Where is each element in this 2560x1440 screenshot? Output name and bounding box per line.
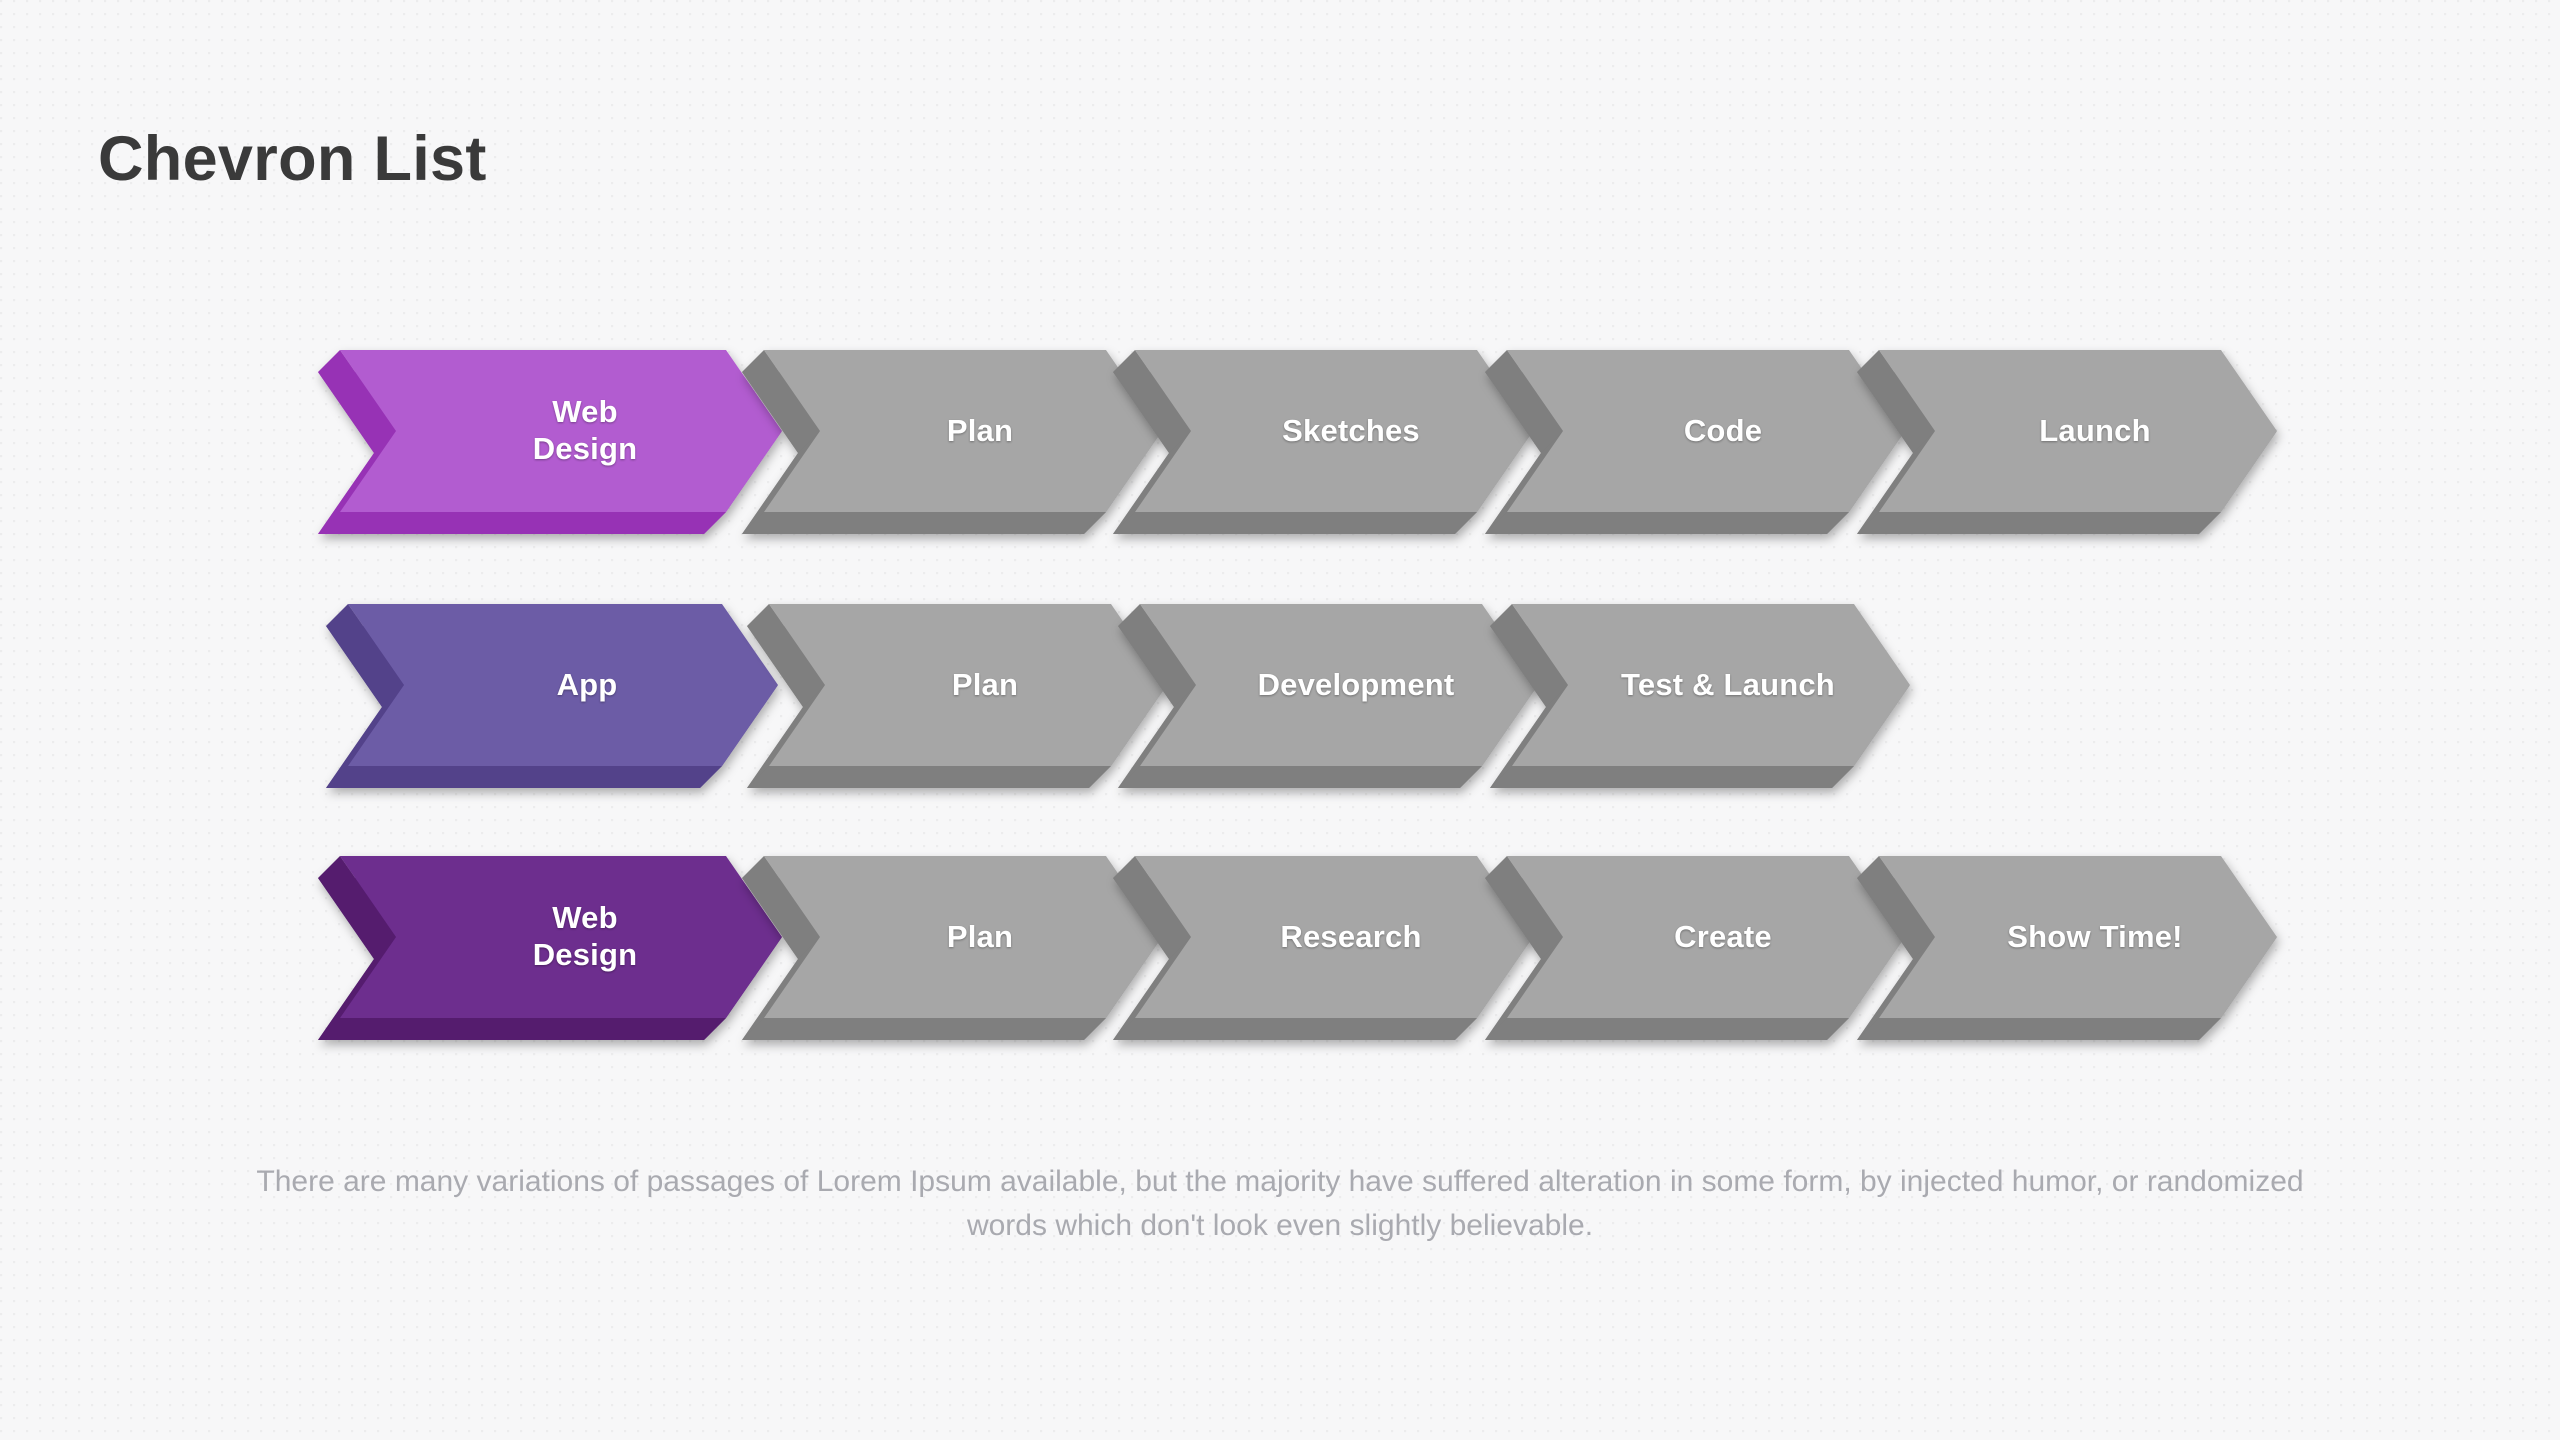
chevron-shape [1485, 856, 1905, 1040]
chevron-top-face [340, 856, 782, 1018]
chevron-side-face [1113, 350, 1191, 453]
chevron-shape [742, 350, 1162, 534]
chevron-top-face [1879, 856, 2277, 1018]
chevron-side-face [1118, 685, 1196, 788]
chevron-side-face [1857, 512, 2221, 534]
chevron-side-face [1857, 856, 1935, 959]
chevron-item[interactable]: Research [1113, 856, 1533, 1050]
chevron-side-face [742, 937, 820, 1040]
chevron-shape [1490, 604, 1910, 788]
caption-text: There are many variations of passages of… [256, 1165, 2304, 1243]
chevron-shape [1118, 604, 1538, 788]
chevron-side-face [1490, 685, 1568, 788]
chevron-item-primary[interactable]: Web Design [318, 350, 782, 544]
chevron-top-face [764, 856, 1162, 1018]
chevron-side-face [326, 766, 722, 788]
chevron-item[interactable]: Show Time! [1857, 856, 2277, 1050]
chevron-side-face [318, 431, 396, 534]
chevron-side-face [742, 1018, 1106, 1040]
chevron-shape [1485, 350, 1905, 534]
chevron-side-face [1118, 766, 1482, 788]
page-title: Chevron List [98, 124, 487, 194]
chevron-item[interactable]: Launch [1857, 350, 2277, 544]
chevron-side-face [1485, 350, 1563, 453]
chevron-side-face [742, 512, 1106, 534]
chevron-side-face [318, 856, 396, 959]
chevron-side-face [318, 937, 396, 1040]
chevron-side-face [318, 512, 726, 534]
chevron-top-face [1507, 856, 1905, 1018]
chevron-side-face [1118, 604, 1196, 707]
chevron-top-face [769, 604, 1167, 766]
chevron-top-face [1879, 350, 2277, 512]
chevron-shape [318, 350, 782, 534]
chevron-item[interactable]: Test & Launch [1490, 604, 1910, 798]
chevron-side-face [747, 766, 1111, 788]
chevron-side-face [1490, 766, 1854, 788]
chevron-side-face [1857, 431, 1935, 534]
chevron-shape [318, 856, 782, 1040]
chevron-side-face [1485, 856, 1563, 959]
chevron-side-face [742, 431, 820, 534]
chevron-side-face [742, 856, 820, 959]
chevron-side-face [1113, 937, 1191, 1040]
chevron-side-face [1485, 512, 1849, 534]
chevron-item-primary[interactable]: App [326, 604, 778, 798]
chevron-item-primary[interactable]: Web Design [318, 856, 782, 1050]
chevron-side-face [326, 604, 404, 707]
chevron-side-face [747, 685, 825, 788]
chevron-item[interactable]: Plan [742, 350, 1162, 544]
chevron-top-face [764, 350, 1162, 512]
chevron-side-face [318, 350, 396, 453]
chevron-top-face [348, 604, 778, 766]
chevron-side-face [1113, 512, 1477, 534]
chevron-side-face [1485, 937, 1563, 1040]
chevron-top-face [1507, 350, 1905, 512]
chevron-side-face [1113, 431, 1191, 534]
chevron-item[interactable]: Code [1485, 350, 1905, 544]
chevron-side-face [1857, 937, 1935, 1040]
chevron-top-face [1512, 604, 1910, 766]
chevron-top-face [340, 350, 782, 512]
chevron-side-face [1485, 431, 1563, 534]
chevron-shape [1857, 856, 2277, 1040]
chevron-shape [326, 604, 778, 788]
chevron-side-face [1485, 1018, 1849, 1040]
chevron-side-face [1857, 1018, 2221, 1040]
chevron-item[interactable]: Plan [747, 604, 1167, 798]
chevron-side-face [747, 604, 825, 707]
chevron-side-face [1113, 1018, 1477, 1040]
chevron-side-face [1857, 350, 1935, 453]
chevron-side-face [318, 1018, 726, 1040]
chevron-shape [742, 856, 1162, 1040]
chevron-side-face [742, 350, 820, 453]
chevron-top-face [1135, 350, 1533, 512]
chevron-side-face [1490, 604, 1568, 707]
chevron-shape [1857, 350, 2277, 534]
chevron-item[interactable]: Create [1485, 856, 1905, 1050]
chevron-shape [1113, 350, 1533, 534]
chevron-item[interactable]: Sketches [1113, 350, 1533, 544]
chevron-item[interactable]: Development [1118, 604, 1538, 798]
chevron-side-face [326, 685, 404, 788]
chevron-shape [1113, 856, 1533, 1040]
chevron-side-face [1113, 856, 1191, 959]
chevron-top-face [1135, 856, 1533, 1018]
chevron-shape [747, 604, 1167, 788]
chevron-item[interactable]: Plan [742, 856, 1162, 1050]
chevron-top-face [1140, 604, 1538, 766]
